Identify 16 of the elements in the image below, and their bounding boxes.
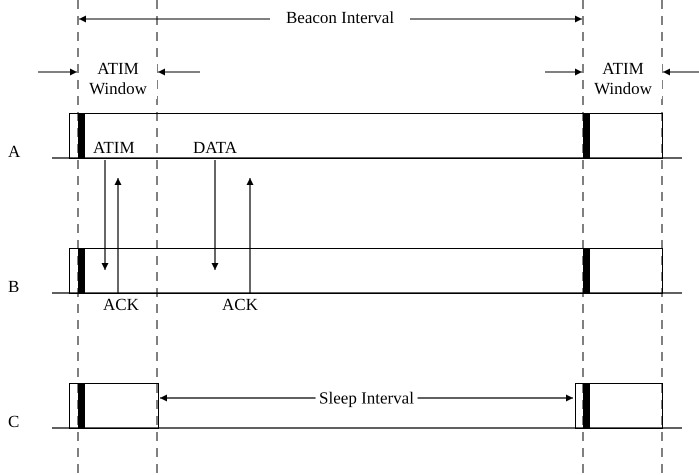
edge-label: ATIM	[93, 139, 135, 156]
arrow	[212, 160, 218, 270]
arrow	[246, 178, 254, 293]
arrow	[102, 160, 108, 270]
awake-period-bar	[69, 383, 159, 429]
awake-period-bar	[69, 248, 663, 294]
edge-label: Sleep Interval	[315, 390, 418, 406]
station-label: B	[8, 278, 20, 295]
station-label: A	[8, 143, 20, 160]
awake-period-bar	[575, 383, 663, 429]
station-label: C	[8, 413, 20, 430]
arrow	[114, 178, 122, 293]
awake-period-bar	[69, 113, 663, 159]
edge-label: ACK	[103, 296, 139, 313]
edge-label: ACK	[222, 296, 258, 313]
edge-label: DATA	[193, 139, 237, 156]
